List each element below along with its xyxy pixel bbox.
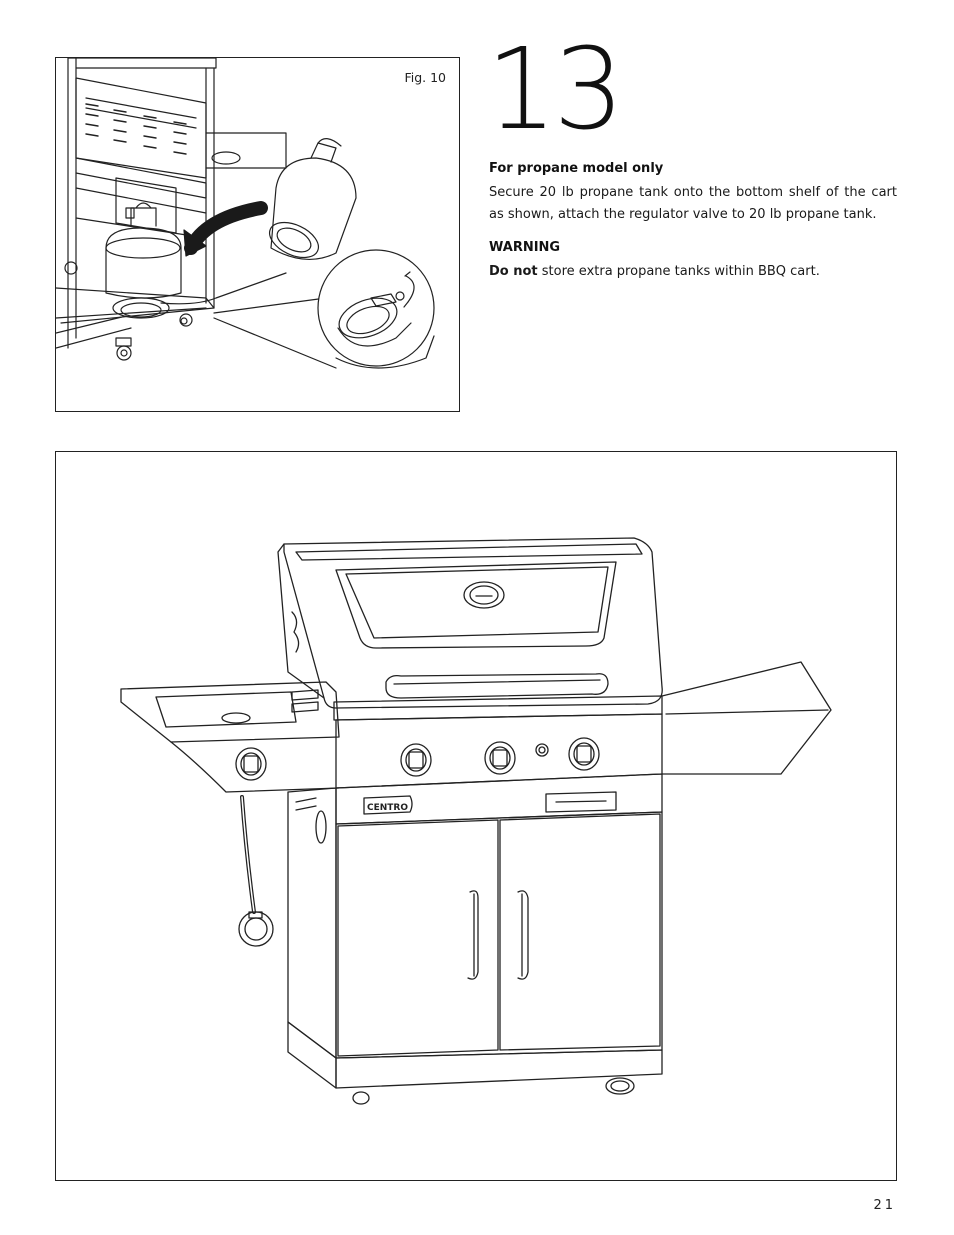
warning-heading: WARNING xyxy=(489,240,561,255)
page-number: 21 xyxy=(873,1198,896,1213)
warning-text: Do not store extra propane tanks within … xyxy=(489,261,897,283)
step-number: 13 xyxy=(486,25,625,155)
figure-label: Fig. 10 xyxy=(404,70,446,85)
grill-overview-panel: CENTRO xyxy=(55,451,897,1181)
propane-tank-install-illustration xyxy=(56,58,435,369)
step-heading: For propane model only xyxy=(489,161,664,176)
brand-logo: CENTRO xyxy=(367,803,408,813)
warning-body: store extra propane tanks within BBQ car… xyxy=(537,264,820,279)
step-instruction: Secure 20 lb propane tank onto the botto… xyxy=(489,185,897,222)
grill-illustration: CENTRO xyxy=(120,537,832,1105)
figure-10-panel: Fig. 10 xyxy=(55,57,460,412)
warning-emphasis: Do not xyxy=(489,264,538,279)
